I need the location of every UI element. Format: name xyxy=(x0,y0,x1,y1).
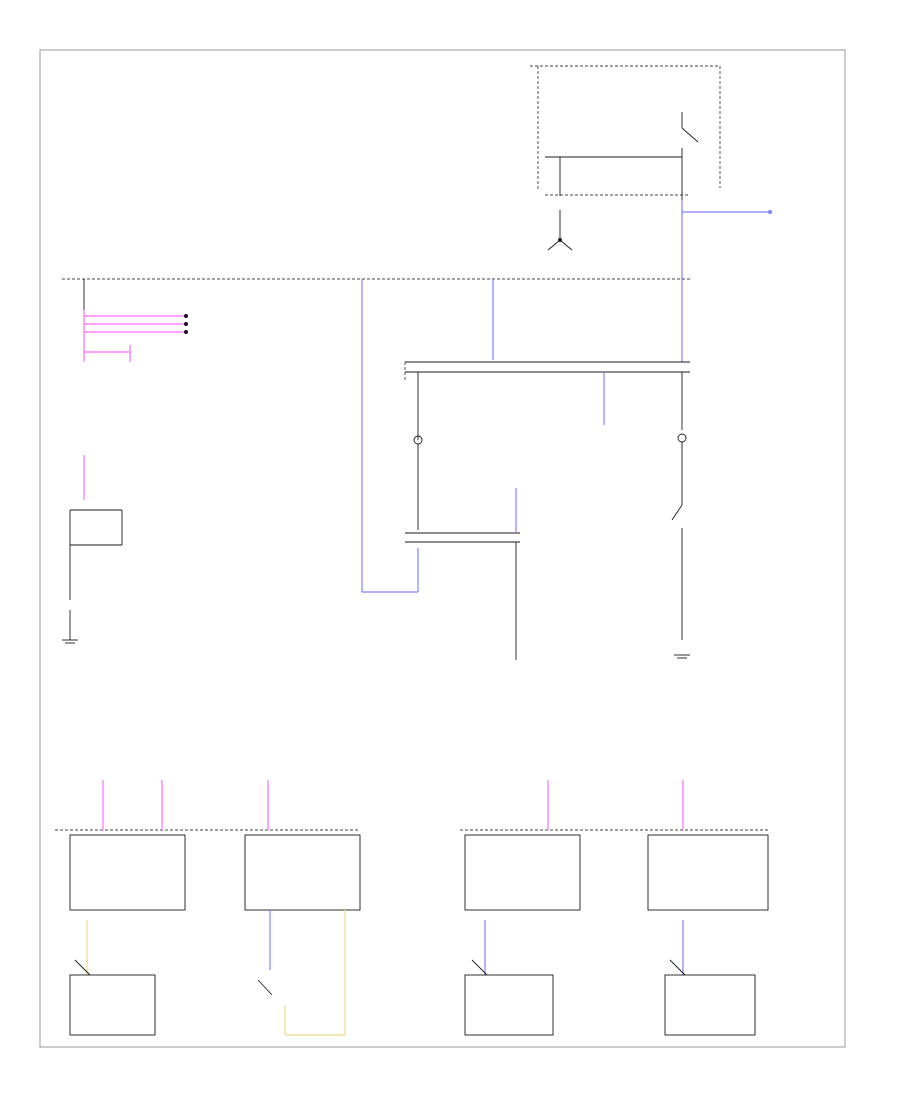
connector-terminal xyxy=(184,330,188,334)
courtesy-lamp-rf xyxy=(671,433,690,659)
header-fuse-block-center xyxy=(361,279,494,593)
switch-contact xyxy=(257,979,273,996)
switch-contact xyxy=(671,504,683,521)
component-box xyxy=(664,974,756,1036)
module-box xyxy=(647,834,769,911)
connector-terminal xyxy=(184,314,188,318)
switch-contact xyxy=(681,127,699,143)
module-box xyxy=(464,834,581,911)
splice-bus xyxy=(404,361,690,440)
component-box xyxy=(464,974,554,1036)
header-fuse-block-left xyxy=(83,279,188,362)
lamp-symbol xyxy=(677,433,687,443)
rr-door-module xyxy=(647,780,769,1036)
wire xyxy=(547,239,561,251)
module-box-upper-right xyxy=(545,194,690,251)
module-box xyxy=(244,834,361,911)
lr-door-module xyxy=(244,780,361,1036)
connector-terminal xyxy=(184,322,188,326)
dome-lamp xyxy=(413,435,423,530)
door-jamb-switch xyxy=(62,455,123,644)
module-box xyxy=(69,834,186,911)
connector-terminal xyxy=(768,210,772,214)
component-box xyxy=(69,974,156,1036)
wire xyxy=(559,239,573,251)
lf-door-module xyxy=(69,780,186,1036)
diagram-border xyxy=(39,49,846,1048)
switch-contact xyxy=(74,959,91,976)
switch-contact xyxy=(669,959,686,976)
header-fuse-block-right xyxy=(530,65,721,190)
ignition-switch xyxy=(545,112,699,200)
switch-contact xyxy=(471,959,488,976)
rf-door-module xyxy=(464,780,581,1036)
cargo-lamp xyxy=(405,488,520,660)
